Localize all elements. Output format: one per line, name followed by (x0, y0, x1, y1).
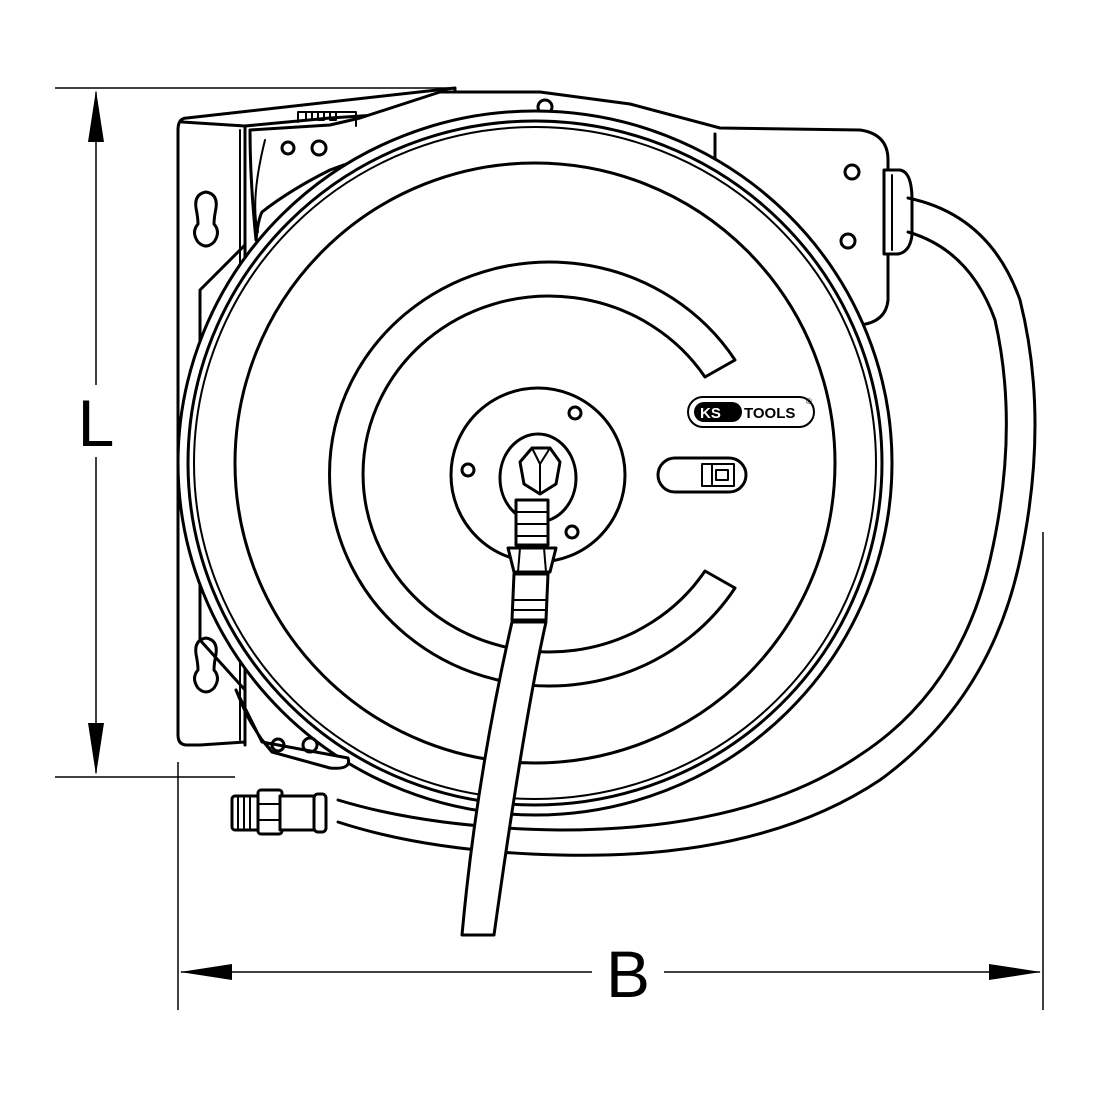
screw-bracket-1-icon (280, 140, 296, 156)
dimension-b-right-arrow-icon (989, 964, 1041, 980)
screw-bracket-2-icon (310, 139, 328, 157)
outlet-hose (336, 196, 1037, 857)
center-hub (449, 386, 627, 564)
logo-tools-text: TOOLS (744, 405, 795, 422)
hub-screw-2-icon (460, 462, 476, 478)
keyhole-slot-top-icon (193, 190, 219, 248)
ratchet-latch (656, 456, 748, 494)
logo-ks-text: KS (700, 405, 721, 422)
end-fitting (230, 788, 328, 836)
wall-bracket-lower (234, 688, 351, 770)
logo-registered-mark: ® (806, 397, 812, 406)
hose-guide (882, 168, 914, 256)
dimension-b-label: B (606, 937, 650, 1011)
dimension-l-bottom-arrow-icon (88, 723, 104, 775)
screw-arm-upper-icon (843, 163, 861, 181)
dimension-l-top-arrow-icon (88, 90, 104, 142)
screw-arm-lower-icon (839, 232, 857, 250)
screw-bracket-4-icon (301, 736, 319, 754)
inner-c-ring (328, 260, 737, 688)
screw-bracket-3-icon (270, 737, 286, 753)
ks-tools-logo: KS TOOLS ® (687, 396, 815, 428)
hub-hose (460, 498, 558, 937)
dimension-b-left-arrow-icon (180, 964, 232, 980)
hub-screw-1-icon (567, 405, 583, 421)
keyhole-slot-bottom-icon (193, 636, 219, 694)
dimension-b: B (177, 532, 1044, 1011)
hub-screw-3-icon (564, 524, 580, 540)
dimension-l: L (55, 87, 455, 778)
dimension-l-label: L (78, 386, 115, 460)
